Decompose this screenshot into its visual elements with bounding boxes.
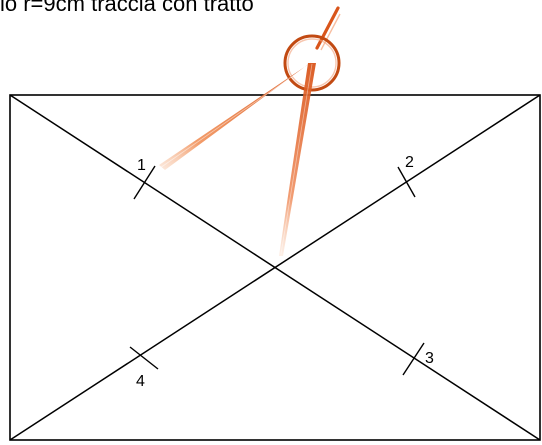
tick-mark-1 xyxy=(133,165,156,200)
mark-label-1: 1 xyxy=(137,157,146,174)
diagonal-2 xyxy=(9,94,541,441)
compass-icon xyxy=(159,6,341,256)
rectangle-outline xyxy=(9,94,541,441)
mark-label-4: 4 xyxy=(136,373,145,390)
mark-label-3: 3 xyxy=(425,350,434,367)
mark-label-2: 2 xyxy=(405,154,414,171)
tick-mark-4 xyxy=(129,346,159,370)
tick-mark-2 xyxy=(397,166,416,198)
tick-mark-3 xyxy=(402,342,425,376)
instruction-text: io r=9cm traccia con tratto xyxy=(0,0,254,16)
